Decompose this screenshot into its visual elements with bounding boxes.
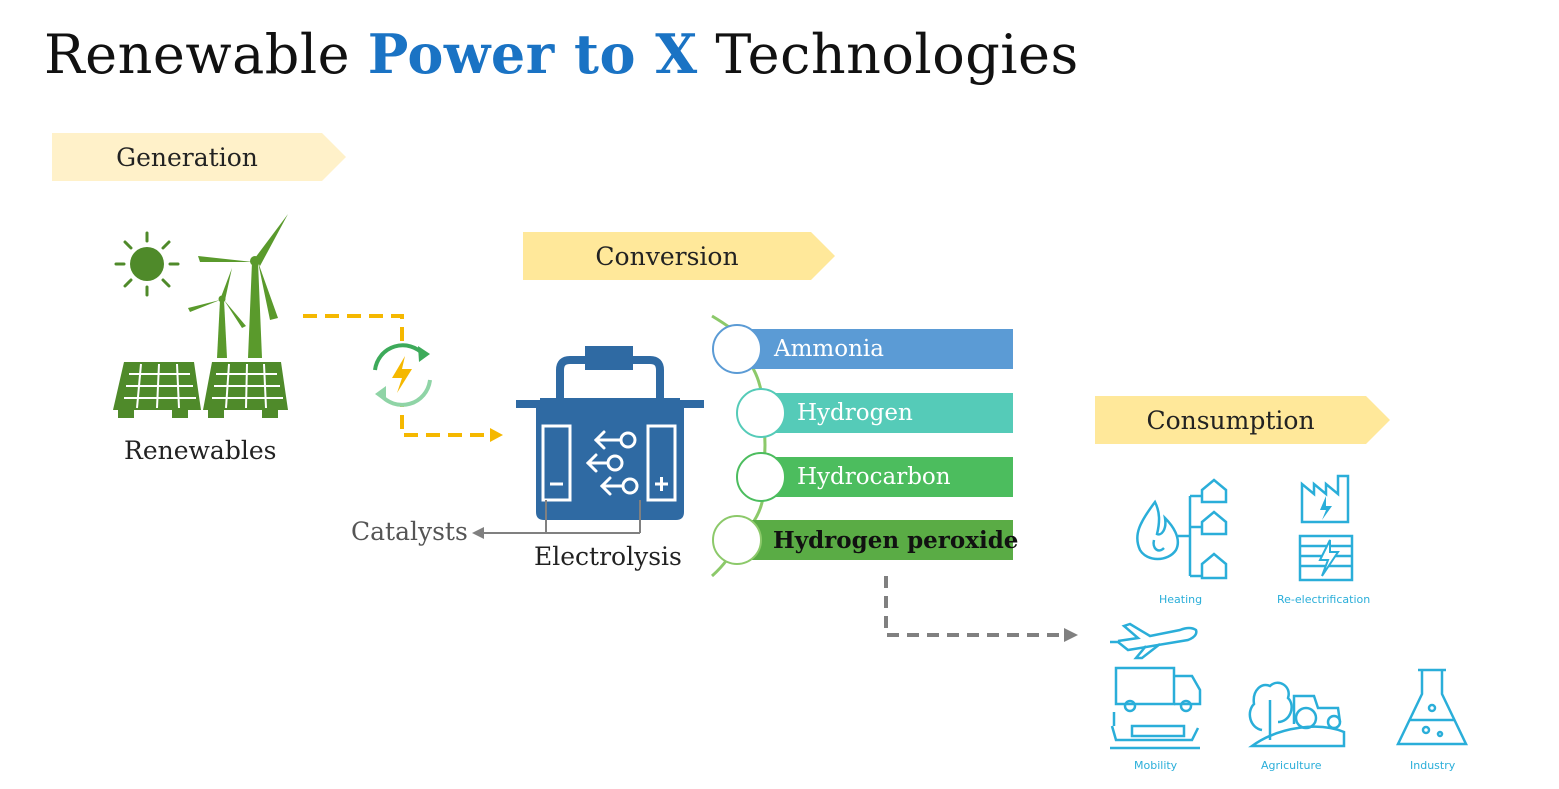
product-label-hydrogen: Hydrogen	[797, 400, 913, 426]
agriculture-icon	[1248, 681, 1346, 748]
title-accent: Power to X	[367, 22, 698, 86]
use-label-mobility: Mobility	[1134, 759, 1178, 772]
stage-banner-conversion: Conversion	[523, 232, 835, 280]
title-part2: Technologies	[697, 23, 1079, 86]
catalysts-label: Catalysts	[351, 517, 468, 546]
product-flow-line	[884, 576, 1064, 637]
electrolyzer-icon	[472, 346, 704, 539]
product-node-ammonia	[712, 324, 762, 374]
electrolysis-label: Electrolysis	[534, 542, 682, 571]
product-node-hydrocarbon	[736, 452, 786, 502]
page-title: Renewable Power to X Technologies	[44, 22, 1079, 86]
use-label-industry: Industry	[1410, 759, 1456, 772]
product-label-ammonia: Ammonia	[774, 336, 884, 362]
use-label-agriculture: Agriculture	[1261, 759, 1322, 772]
use-label-heating: Heating	[1159, 593, 1203, 606]
industry-icon	[1396, 668, 1468, 746]
product-bar-hydrogen-peroxide: Hydrogen peroxide	[740, 520, 1018, 560]
product-label-hydrogen-peroxide: Hydrogen peroxide	[773, 526, 1019, 554]
reelectrification-icon	[1298, 474, 1354, 582]
product-node-hydrogen-peroxide	[712, 515, 762, 565]
product-bar-hydrogen: Hydrogen	[764, 393, 1013, 433]
product-label-hydrocarbon: Hydrocarbon	[797, 464, 951, 490]
title-part1: Renewable	[44, 23, 368, 86]
mobility-icon	[1110, 622, 1202, 750]
energy-flow-arrowhead	[490, 428, 503, 442]
sun-icon	[114, 231, 180, 297]
product-bar-hydrocarbon: Hydrocarbon	[764, 457, 1013, 497]
solar-panel-icon	[113, 362, 288, 418]
use-label-reelectrification: Re-electrification	[1277, 593, 1371, 606]
product-flow-arrowhead	[1064, 628, 1078, 642]
renewables-label: Renewables	[124, 436, 277, 465]
product-bar-ammonia: Ammonia	[740, 329, 1013, 369]
stage-banner-consumption: Consumption	[1095, 396, 1390, 444]
product-node-hydrogen	[736, 388, 786, 438]
stage-banner-generation: Generation	[52, 133, 346, 181]
energy-cycle-icon	[372, 343, 432, 407]
wind-turbine-icon	[188, 214, 288, 358]
heating-icon	[1136, 478, 1228, 580]
